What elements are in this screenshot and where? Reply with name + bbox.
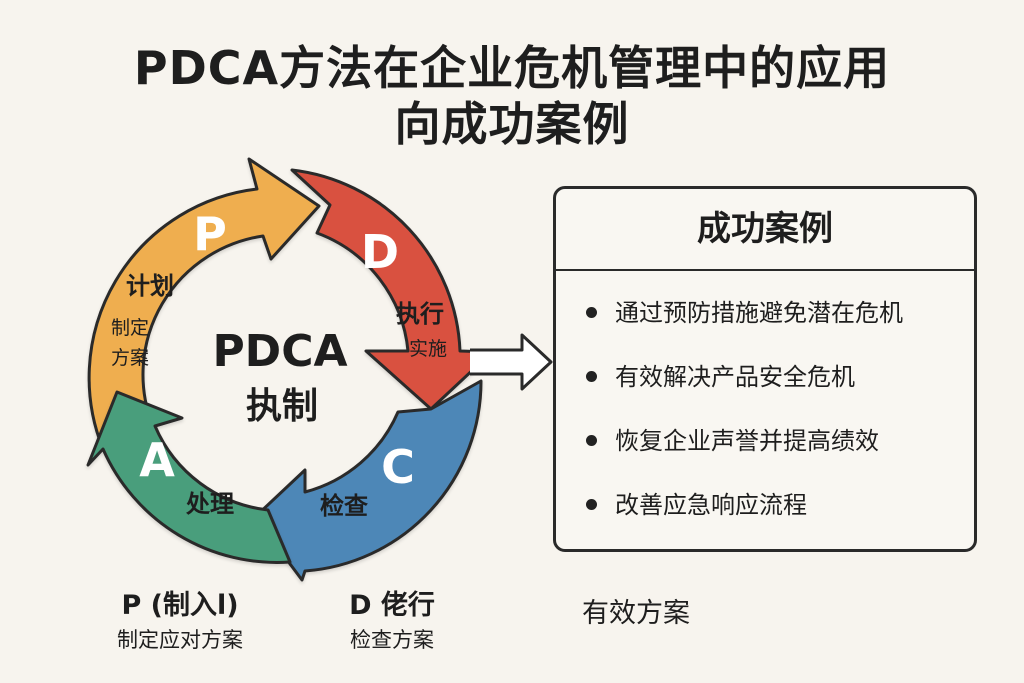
caption-effective-text: 有效方案 [582, 598, 690, 629]
case-item-text: 改善应急响应流程 [615, 491, 807, 519]
caption-plan-main: P (制入l) [121, 590, 239, 621]
act-arrow-segment [86, 390, 292, 564]
center-title: PDCA [212, 326, 347, 377]
success-case-box: 成功案例 通过预防措施避免潜在危机 有效解决产品安全危机 恢复企业声誉并提高绩效… [553, 186, 977, 552]
case-list-item: 有效解决产品安全危机 [586, 353, 974, 417]
bullet-icon [586, 435, 597, 446]
do-arrow-segment [290, 168, 494, 411]
act-label: 处理 [185, 490, 234, 518]
title-line-1: PDCA方法在企业危机管理中的应用 [133, 41, 891, 95]
case-box-title: 成功案例 [556, 189, 974, 271]
caption-do-sub: 检查方案 [350, 628, 434, 652]
center-subtitle: 执制 [246, 386, 318, 427]
page-title: PDCA方法在企业危机管理中的应用 向成功案例 [0, 40, 1024, 152]
check-label: 检查 [320, 492, 368, 520]
connector-arrow [470, 333, 553, 391]
caption-effective: 有效方案 [556, 596, 716, 632]
bullet-icon [586, 371, 597, 382]
plan-label: 计划 [126, 272, 174, 300]
case-list-item: 改善应急响应流程 [586, 481, 974, 545]
check-arrow-segment [253, 379, 483, 582]
do-label: 执行 [396, 300, 444, 328]
caption-do-main: D 佬行 [349, 590, 435, 621]
caption-plan: P (制入l) 制定应对方案 [80, 588, 280, 656]
act-letter: A [139, 433, 175, 487]
plan-letter: P [193, 207, 227, 261]
case-item-text: 恢复企业声誉并提高绩效 [615, 427, 879, 455]
caption-do: D 佬行 检查方案 [312, 588, 472, 656]
case-list: 通过预防措施避免潜在危机 有效解决产品安全危机 恢复企业声誉并提高绩效 改善应急… [556, 271, 974, 545]
case-list-item: 恢复企业声誉并提高绩效 [586, 417, 974, 481]
plan-arrow-segment [87, 157, 321, 451]
caption-plan-sub: 制定应对方案 [117, 628, 243, 652]
check-letter: C [381, 440, 415, 494]
case-list-item: 通过预防措施避免潜在危机 [586, 289, 974, 353]
plan-sublabel-1: 制定 [111, 317, 149, 339]
plan-sublabel-2: 方案 [111, 347, 149, 369]
do-letter: D [361, 225, 399, 279]
bullet-icon [586, 307, 597, 318]
bullet-icon [586, 499, 597, 510]
case-item-text: 有效解决产品安全危机 [615, 363, 855, 391]
do-sublabel: 实施 [409, 338, 447, 360]
case-item-text: 通过预防措施避免潜在危机 [615, 299, 903, 327]
title-line-2: 向成功案例 [394, 97, 630, 151]
